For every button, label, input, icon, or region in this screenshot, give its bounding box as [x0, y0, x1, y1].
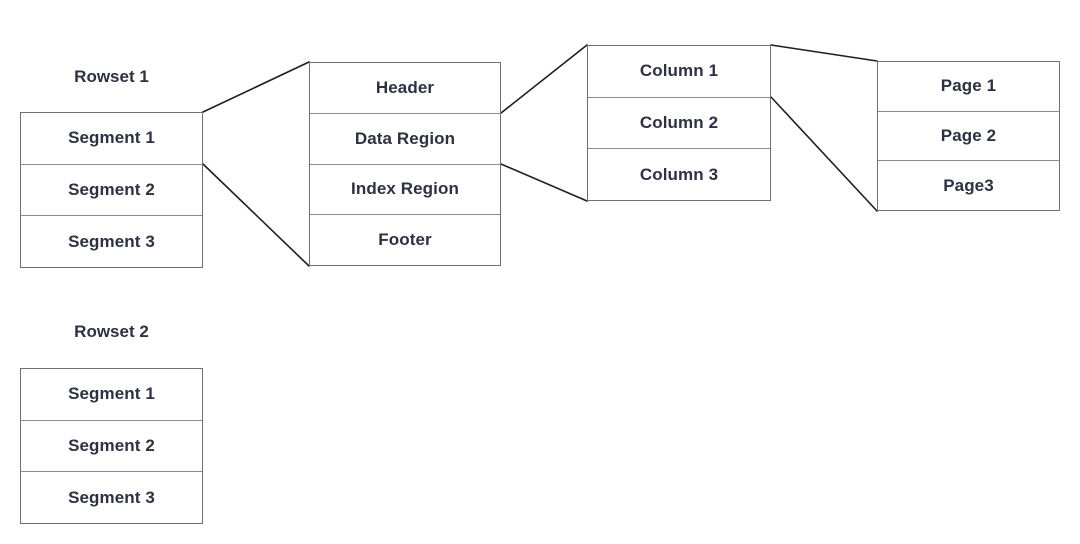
rowset1-segment-3: Segment 3 [68, 231, 155, 251]
region-header: Header [310, 63, 500, 114]
rowset1-segment-2: Segment 2 [21, 165, 202, 217]
region-index: Index Region [310, 165, 500, 216]
page-1: Page 1 [878, 62, 1059, 112]
pages-box: Page 1 Page 2 Page3 [877, 61, 1060, 211]
region-footer: Footer [378, 230, 432, 250]
column-1: Column 1 [588, 46, 770, 98]
connector-dataregion-to-columns-top [500, 44, 588, 114]
page-2: Page 2 [878, 112, 1059, 162]
columns-box: Column 1 Column 2 Column 3 [587, 45, 771, 201]
rowset2-segment-1: Segment 1 [21, 369, 202, 421]
column-2: Column 2 [588, 98, 770, 150]
region-data: Data Region [310, 114, 500, 165]
connector-segment1-to-regions-bottom [202, 163, 310, 267]
rowset1-segment-1: Segment 1 [21, 113, 202, 165]
page-regions-box: Header Data Region Index Region Footer [309, 62, 501, 266]
connector-column1-to-pages-top [770, 44, 878, 62]
connector-dataregion-to-columns-bottom [500, 163, 588, 202]
connector-segment1-to-regions-top [202, 61, 310, 113]
rowset2-box: Segment 1 Segment 2 Segment 3 [20, 368, 203, 524]
rowset1-title: Rowset 1 [74, 67, 149, 86]
connector-column1-to-pages-bottom [770, 96, 878, 212]
rowset1-box: Segment 1 Segment 2 Segment 3 [20, 112, 203, 268]
column-3: Column 3 [639, 164, 719, 184]
rowset2-segment-2: Segment 2 [21, 421, 202, 473]
page-3: Page3 [943, 175, 994, 195]
rowset2-title: Rowset 2 [74, 322, 149, 341]
rowset2-segment-3: Segment 3 [68, 487, 155, 507]
